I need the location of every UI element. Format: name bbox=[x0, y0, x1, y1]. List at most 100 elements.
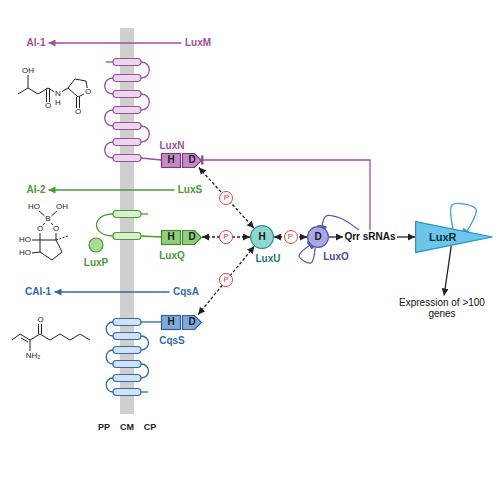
outline-shape bbox=[162, 153, 181, 167]
node-text: H bbox=[258, 231, 265, 243]
autoinducer-label: CAI-1 bbox=[22, 285, 55, 299]
loop bbox=[106, 322, 113, 336]
loop bbox=[141, 94, 149, 110]
atom-label: O bbox=[84, 88, 92, 96]
helix bbox=[113, 123, 141, 130]
arrow-connector bbox=[329, 236, 343, 237]
protein-label: CqsS bbox=[159, 336, 185, 346]
protein-label: LuxO bbox=[323, 252, 349, 262]
response-regulator-circle: D bbox=[307, 226, 329, 248]
atom-label: N bbox=[54, 90, 62, 98]
srna-label: Qrr sRNAs bbox=[343, 230, 397, 244]
arrow-connector bbox=[444, 246, 451, 296]
protein-label: LuxP bbox=[84, 258, 108, 268]
terminus bbox=[141, 391, 148, 392]
linker bbox=[141, 158, 161, 160]
helix bbox=[113, 139, 141, 146]
atom-label: O bbox=[36, 225, 44, 233]
inhibition-connector bbox=[299, 245, 315, 263]
arrow-connector bbox=[55, 291, 170, 292]
luxp-protein bbox=[89, 238, 103, 252]
loop bbox=[97, 214, 114, 236]
helix bbox=[113, 375, 141, 382]
node-text: H bbox=[167, 231, 174, 243]
phosphorelay-connector bbox=[199, 168, 254, 229]
autoinducer-label: AI-1 bbox=[24, 36, 49, 50]
terminus bbox=[141, 213, 148, 214]
linker bbox=[141, 236, 161, 237]
histidine-kinase-box: H bbox=[161, 315, 181, 330]
node-text: D bbox=[188, 154, 195, 166]
atom-label: HO bbox=[27, 203, 41, 211]
atom-label: B bbox=[44, 215, 51, 223]
atom-label: OH bbox=[55, 203, 69, 211]
compartment-label: CP bbox=[144, 423, 157, 432]
autoinducer-label: AI-2 bbox=[24, 183, 49, 197]
outline-shape bbox=[162, 315, 181, 329]
outline-shape bbox=[416, 222, 493, 253]
phosphorelay-connector bbox=[198, 246, 254, 314]
helix bbox=[113, 361, 141, 368]
loop bbox=[105, 78, 113, 94]
ai2-structure bbox=[32, 210, 68, 260]
helix bbox=[113, 59, 141, 66]
atom-label: HO bbox=[18, 249, 32, 257]
cai1-structure bbox=[12, 323, 90, 351]
receiver-domain: D bbox=[182, 230, 202, 245]
helix bbox=[113, 75, 141, 82]
protein-label: LuxN bbox=[160, 141, 185, 151]
synthase-label: LuxS bbox=[175, 183, 206, 197]
phosphate-label: P bbox=[284, 230, 298, 244]
atom-label: HO bbox=[18, 236, 32, 244]
protein-label: LuxU bbox=[256, 254, 281, 264]
node-text: H bbox=[167, 154, 174, 166]
histidine-kinase-box: H bbox=[161, 230, 181, 245]
atom-label: O bbox=[52, 225, 60, 233]
synthase-label: LuxM bbox=[182, 36, 215, 50]
helix bbox=[113, 233, 141, 240]
terminus bbox=[106, 61, 113, 62]
node-text: LuxS bbox=[178, 184, 202, 196]
outline-shape bbox=[183, 230, 202, 244]
helix bbox=[113, 389, 141, 396]
loop bbox=[106, 378, 113, 392]
loop bbox=[141, 364, 149, 378]
histidine-kinase-box: H bbox=[161, 153, 181, 168]
atom-label: NH₂ bbox=[25, 352, 42, 360]
loop bbox=[141, 126, 149, 142]
phosphate-label: P bbox=[219, 191, 233, 205]
master-regulator-triangle: LuxR bbox=[415, 221, 493, 253]
output-label: Expression of >100 genes bbox=[397, 296, 487, 321]
helix bbox=[113, 347, 141, 354]
loop bbox=[141, 336, 149, 350]
node-text: LuxM bbox=[185, 37, 211, 49]
outline-shape bbox=[183, 315, 202, 329]
outline-shape bbox=[162, 230, 181, 244]
helix bbox=[113, 155, 141, 162]
helix bbox=[113, 91, 141, 98]
inhibition-connector bbox=[451, 204, 477, 232]
helix bbox=[113, 211, 141, 218]
receiver-domain: D bbox=[182, 153, 202, 168]
phosphate-label: P bbox=[219, 273, 233, 287]
compartment-label: CM bbox=[120, 423, 134, 432]
linker bbox=[141, 321, 161, 322]
receptor-helices bbox=[106, 319, 161, 396]
receiver-domain: D bbox=[182, 315, 202, 330]
inhibition-connector bbox=[322, 215, 359, 230]
node-text: D bbox=[314, 231, 321, 243]
atom-label: H bbox=[54, 99, 62, 107]
arrow-connector bbox=[397, 236, 415, 237]
ai1-structure bbox=[18, 74, 88, 109]
helix bbox=[113, 107, 141, 114]
node-text: D bbox=[188, 316, 195, 328]
receptor-helices bbox=[97, 211, 162, 240]
node-text: CqsA bbox=[173, 286, 199, 298]
helix bbox=[113, 319, 141, 326]
cell-membrane bbox=[120, 28, 134, 414]
phosphate-label: P bbox=[219, 230, 233, 244]
atom-label: O bbox=[36, 316, 44, 324]
phosphotransfer-circle: H bbox=[250, 225, 274, 249]
receptor-helices bbox=[105, 59, 161, 162]
